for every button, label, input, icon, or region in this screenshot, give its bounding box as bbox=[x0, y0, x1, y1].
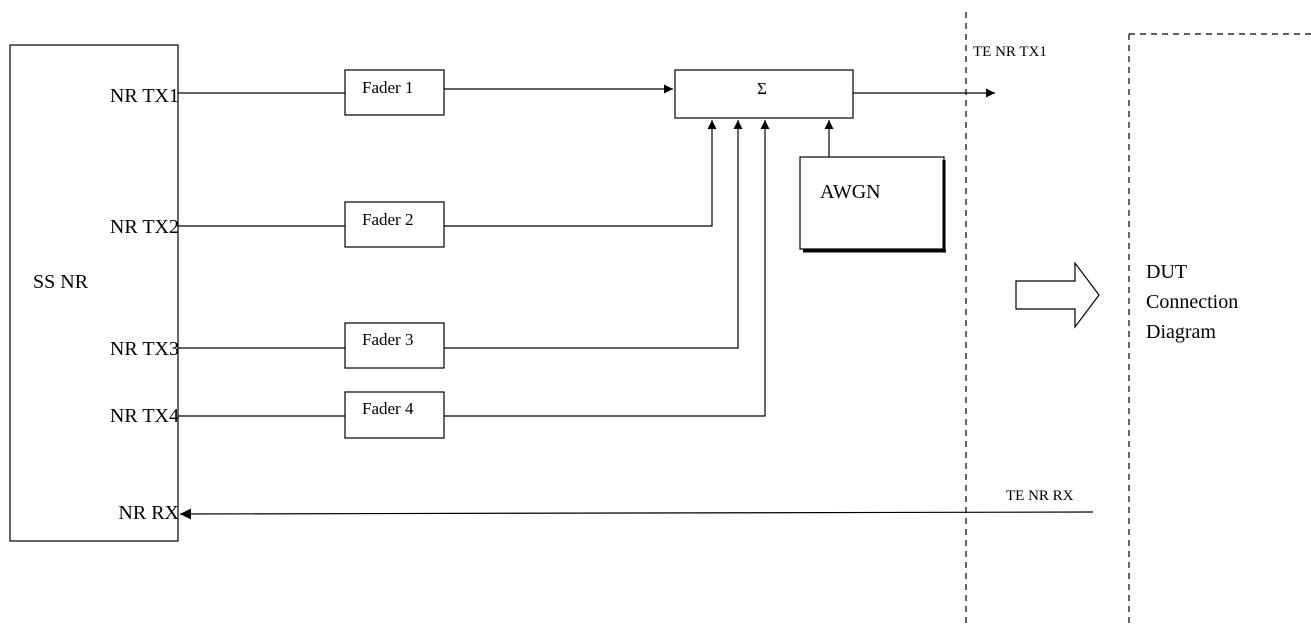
ss-nr-title: SS NR bbox=[33, 271, 89, 293]
dut-label-line2: Connection bbox=[1146, 291, 1239, 313]
fader-3-box bbox=[344, 322, 445, 369]
fader-2-label: Fader 2 bbox=[362, 210, 414, 229]
port-label-nr-tx2: NR TX2 bbox=[109, 216, 179, 238]
fader3-to-sum-line bbox=[444, 120, 743, 349]
port-label-nr-tx4: NR TX4 bbox=[109, 405, 179, 427]
port-label-nr-tx3: NR TX3 bbox=[109, 338, 179, 360]
summation-box bbox=[674, 69, 854, 119]
awgn-box bbox=[799, 156, 945, 250]
fader2-to-sum-line bbox=[444, 120, 717, 227]
fader-4-label: Fader 4 bbox=[362, 399, 414, 418]
rx-line bbox=[179, 508, 1094, 520]
dut-label-line1: DUT bbox=[1146, 261, 1188, 283]
port-label-nr-tx1: NR TX1 bbox=[109, 85, 179, 107]
port-label-nr-rx: NR RX bbox=[118, 502, 179, 524]
te-nr-rx-label: TE NR RX bbox=[1006, 488, 1074, 504]
dut-hollow-arrow bbox=[1015, 261, 1100, 329]
summation-symbol: Σ bbox=[757, 79, 767, 98]
dut-label-line3: Diagram bbox=[1146, 321, 1216, 343]
fader-2-box bbox=[344, 201, 445, 248]
awgn-label: AWGN bbox=[820, 181, 881, 203]
te-nr-tx1-label: TE NR TX1 bbox=[973, 44, 1047, 60]
fader-1-label: Fader 1 bbox=[362, 78, 414, 97]
fader-3-label: Fader 3 bbox=[362, 330, 414, 349]
fader4-to-sum-line bbox=[444, 120, 770, 417]
ss-nr-box bbox=[9, 44, 179, 542]
fader-4-box bbox=[344, 391, 445, 439]
